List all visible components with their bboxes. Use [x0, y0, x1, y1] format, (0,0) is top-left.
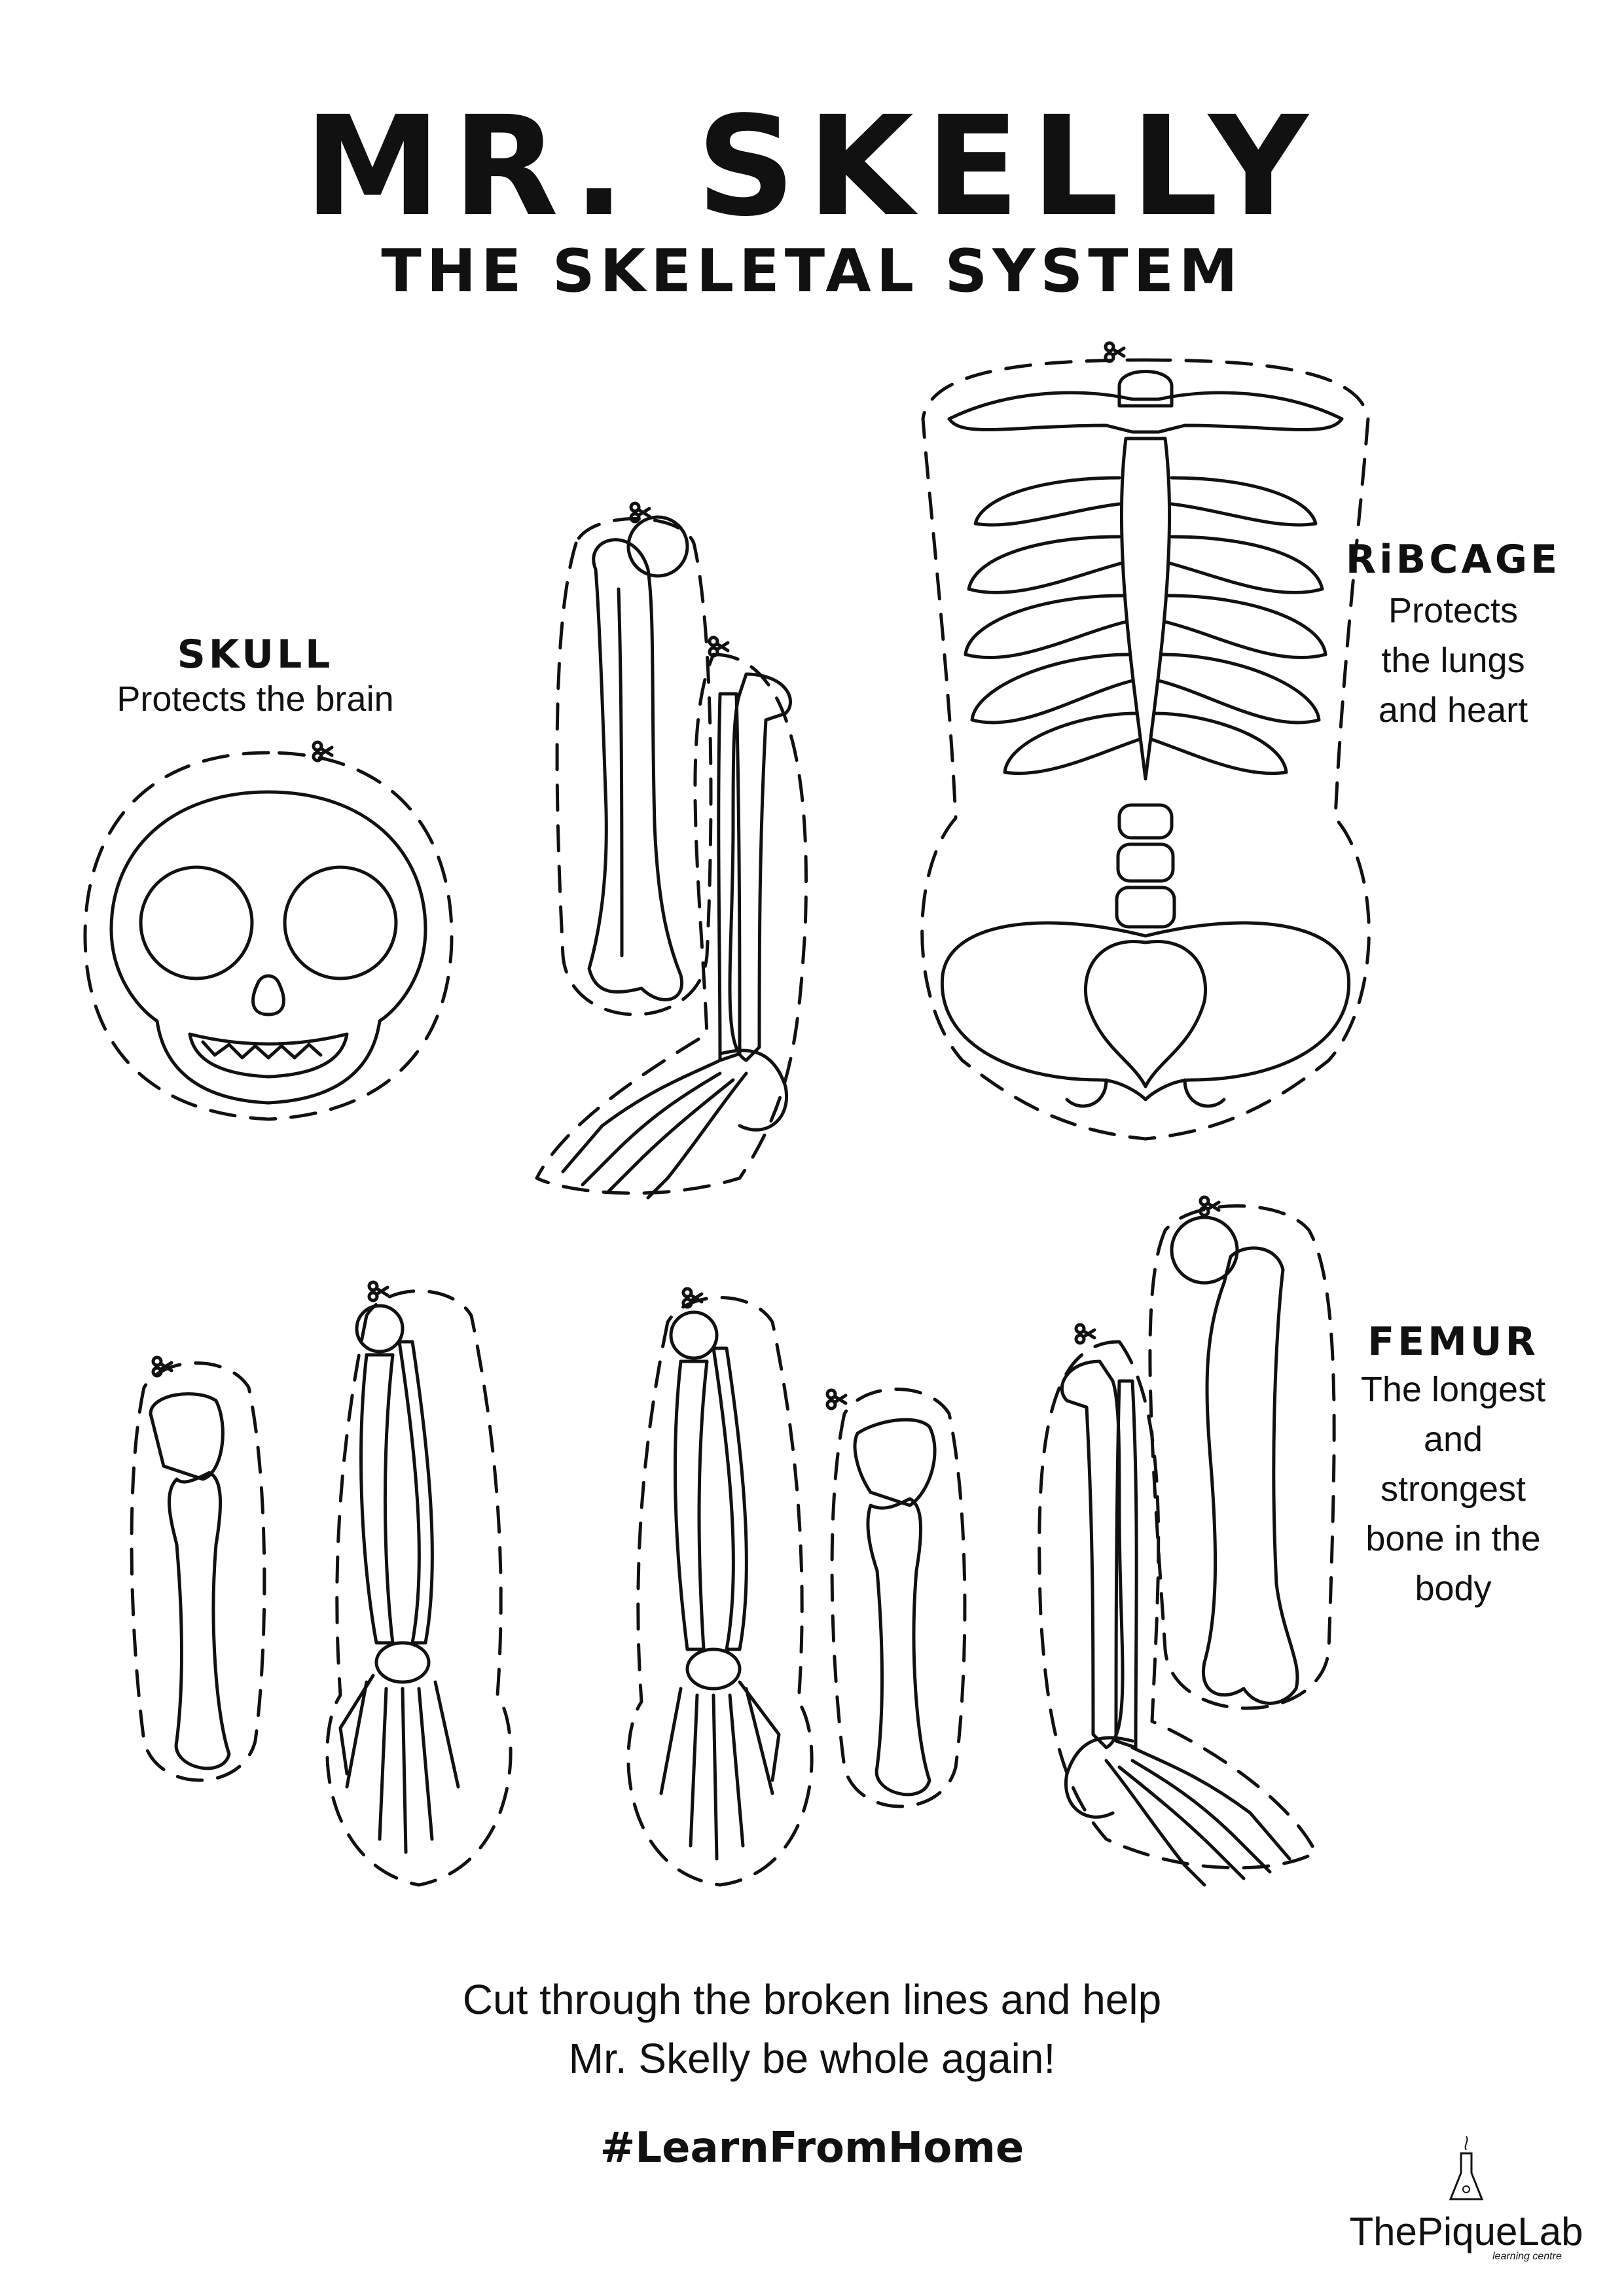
- page-subtitle: THE SKELETAL SYSTEM: [381, 237, 1243, 306]
- skull-heading: SKULL: [177, 632, 334, 677]
- scissors-icon: [681, 1287, 704, 1309]
- hashtag-text: #LearnFromHome: [600, 2124, 1024, 2172]
- instructions-text: Cut through the broken lines and help Mr…: [462, 1976, 1162, 2082]
- scissors-icon: [151, 1355, 173, 1378]
- logo-name: ThePiqueLab: [1349, 2210, 1583, 2253]
- scissors-icon: [708, 636, 730, 658]
- scissors-icon: [825, 1388, 848, 1410]
- brand-logo: ThePiqueLab learning centre: [1335, 2134, 1597, 2265]
- upper-arm-bone-left-cutout[interactable]: [118, 1348, 275, 1793]
- femur-description: The longest and strongest bone in the bo…: [1360, 1370, 1546, 1608]
- humerus-cutout[interactable]: [537, 497, 727, 1047]
- forearm-hand-left-cutout[interactable]: [314, 1276, 524, 1905]
- lower-leg-foot-right-cutout[interactable]: [1021, 1316, 1335, 1892]
- skull-cutout[interactable]: [65, 726, 471, 1145]
- forearm-hand-right-cutout[interactable]: [615, 1283, 825, 1898]
- scissors-icon: [1104, 341, 1126, 363]
- page-title: MR. SKELLY: [304, 86, 1320, 247]
- femur-cutout[interactable]: [1126, 1191, 1348, 1767]
- scissors-icon: [1199, 1195, 1221, 1217]
- ribcage-heading: RiBCAGE: [1345, 537, 1561, 583]
- flask-icon: [1449, 2136, 1484, 2200]
- scissors-icon: [629, 501, 651, 524]
- scissors-icon: [1074, 1323, 1096, 1345]
- lower-leg-foot-cutout[interactable]: [524, 628, 838, 1217]
- skull-description: Protects the brain: [117, 679, 394, 719]
- logo-tagline: learning centre: [1492, 2251, 1562, 2262]
- ribcage-pelvis-cutout[interactable]: [910, 341, 1381, 1158]
- upper-arm-bone-right-cutout[interactable]: [818, 1374, 975, 1820]
- scissors-icon: [312, 740, 334, 762]
- ribcage-description: Protects the lungs and heart: [1378, 591, 1528, 730]
- femur-heading: FEMUR: [1367, 1319, 1539, 1365]
- scissors-icon: [367, 1280, 389, 1302]
